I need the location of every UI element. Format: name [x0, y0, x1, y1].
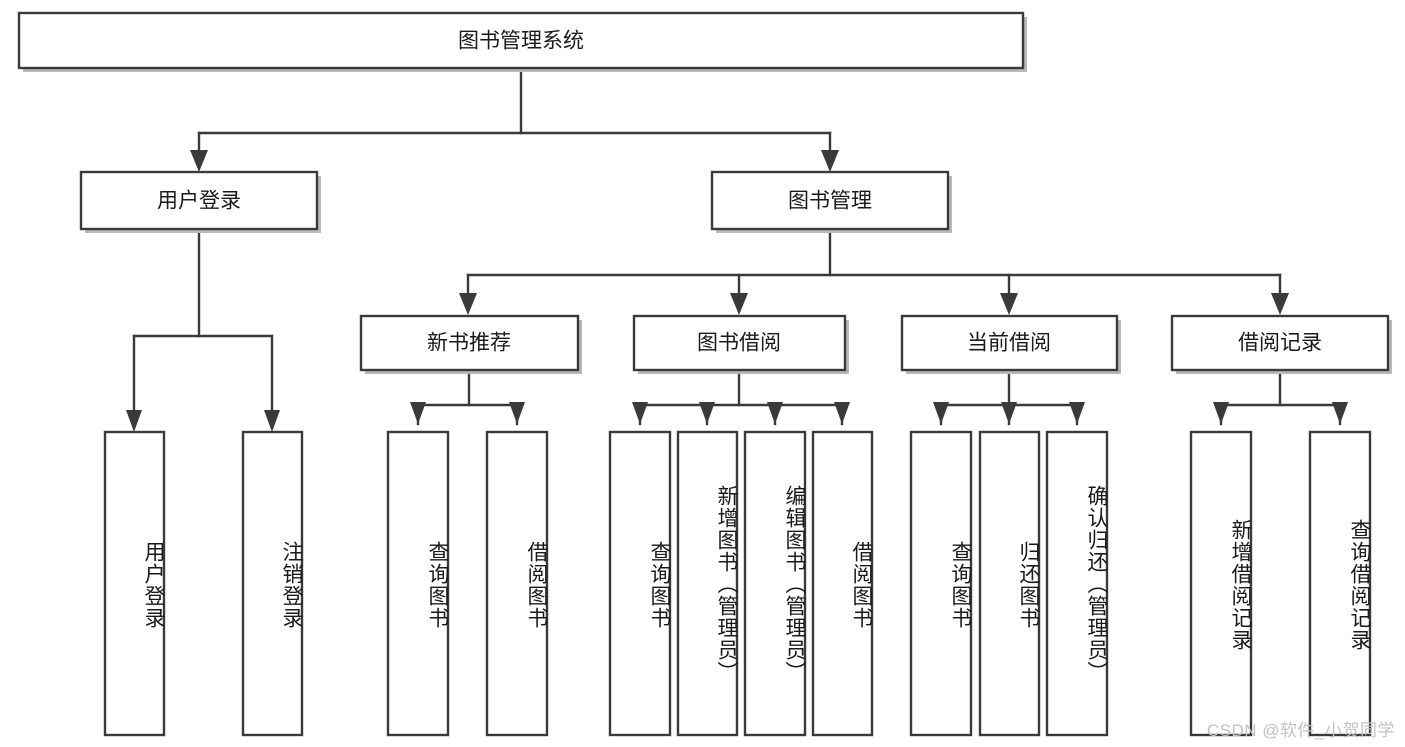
arrow-to-leaf-borrow-book-1 — [509, 402, 525, 424]
node-book-borrow-label: 图书借阅 — [697, 332, 781, 355]
node-user-login-label: 用户登录 — [157, 190, 241, 213]
arrow-to-leaf-query-book-2 — [632, 402, 648, 424]
node-root-label: 图书管理系统 — [458, 30, 584, 53]
csdn-watermark: CSDN @软件_小贺同学 — [1206, 721, 1395, 740]
node-leaf-confirm-return[interactable] — [1045, 430, 1109, 737]
arrow-to-book-borrow — [730, 293, 748, 315]
arrow-to-leaf-query-book-3 — [933, 402, 949, 424]
node-leaf-logout[interactable] — [241, 430, 304, 737]
arrow-to-book-manage — [821, 150, 839, 172]
node-new-book-rec[interactable] — [359, 314, 580, 372]
node-current-borrow[interactable] — [900, 314, 1119, 372]
arrow-to-user-login — [190, 150, 208, 172]
node-root[interactable] — [17, 11, 1025, 70]
node-leaf-query-record[interactable] — [1308, 430, 1372, 737]
node-leaf-add-book[interactable] — [676, 430, 739, 737]
node-book-borrow[interactable] — [632, 314, 847, 372]
node-leaf-query-book-1[interactable] — [386, 430, 450, 737]
node-borrow-record-label: 借阅记录 — [1238, 332, 1322, 355]
node-leaf-user-login[interactable] — [103, 430, 166, 737]
arrow-to-borrow-record — [1271, 293, 1289, 315]
arrow-to-leaf-user-login — [126, 410, 142, 432]
node-group: 图书管理系统 用户登录 图书管理 新书推荐 图书借阅 当前借阅 借阅记录 — [17, 11, 1392, 737]
node-book-manage[interactable] — [710, 170, 950, 231]
arrow-to-leaf-edit-book — [767, 402, 783, 424]
node-current-borrow-label: 当前借阅 — [967, 332, 1051, 355]
arrow-to-leaf-add-book — [699, 402, 715, 424]
node-leaf-borrow-book-2[interactable] — [811, 430, 874, 737]
node-new-book-rec-label: 新书推荐 — [427, 332, 511, 355]
arrow-to-current-borrow — [1000, 293, 1018, 315]
arrow-to-leaf-logout — [264, 410, 280, 432]
node-leaf-add-record[interactable] — [1189, 430, 1253, 737]
node-borrow-record[interactable] — [1170, 314, 1390, 372]
node-leaf-query-book-3[interactable] — [909, 430, 973, 737]
arrow-to-new-book-rec — [459, 293, 477, 315]
arrow-to-leaf-borrow-book-2 — [834, 402, 850, 424]
arrowhead-group — [126, 150, 1348, 432]
node-book-manage-label: 图书管理 — [788, 190, 872, 213]
node-leaf-query-book-2[interactable] — [608, 430, 672, 737]
arrow-to-leaf-return-book — [1001, 402, 1017, 424]
arrow-to-leaf-confirm-return — [1069, 402, 1085, 424]
arrow-to-leaf-query-book-1 — [410, 402, 426, 424]
node-user-login[interactable] — [79, 170, 319, 231]
node-leaf-return-book[interactable] — [978, 430, 1041, 737]
node-leaf-borrow-book-1[interactable] — [485, 430, 549, 737]
arrow-to-leaf-query-record — [1332, 402, 1348, 424]
arrow-to-leaf-add-record — [1213, 402, 1229, 424]
node-leaf-edit-book[interactable] — [743, 430, 807, 737]
